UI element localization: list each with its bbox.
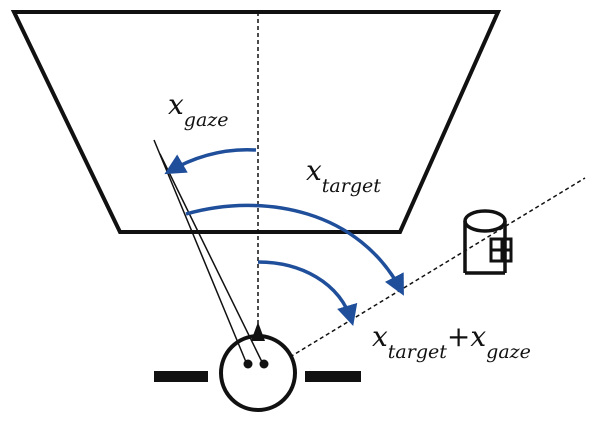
target-dashed-line: [289, 177, 586, 358]
sum-arrow: [257, 260, 358, 327]
camera-icon: [463, 209, 513, 275]
left-shoulder: [154, 371, 208, 382]
label-x-gaze: xgaze: [168, 88, 229, 131]
nose-icon: [251, 322, 265, 341]
target-arrow: [185, 203, 404, 296]
gaze-line-right-eye: [159, 153, 263, 363]
head-circle: [219, 334, 297, 412]
label-x-target-plus-x-gaze: xtarget+xgaze: [372, 320, 531, 363]
label-x-target: xtarget: [306, 154, 381, 197]
left-eye: [243, 359, 253, 369]
gaze-line-left-eye: [153, 139, 247, 363]
right-shoulder: [305, 371, 361, 382]
screen-trapezoid: [10, 10, 502, 234]
gaze-arrow: [164, 148, 257, 175]
right-eye: [259, 359, 269, 369]
